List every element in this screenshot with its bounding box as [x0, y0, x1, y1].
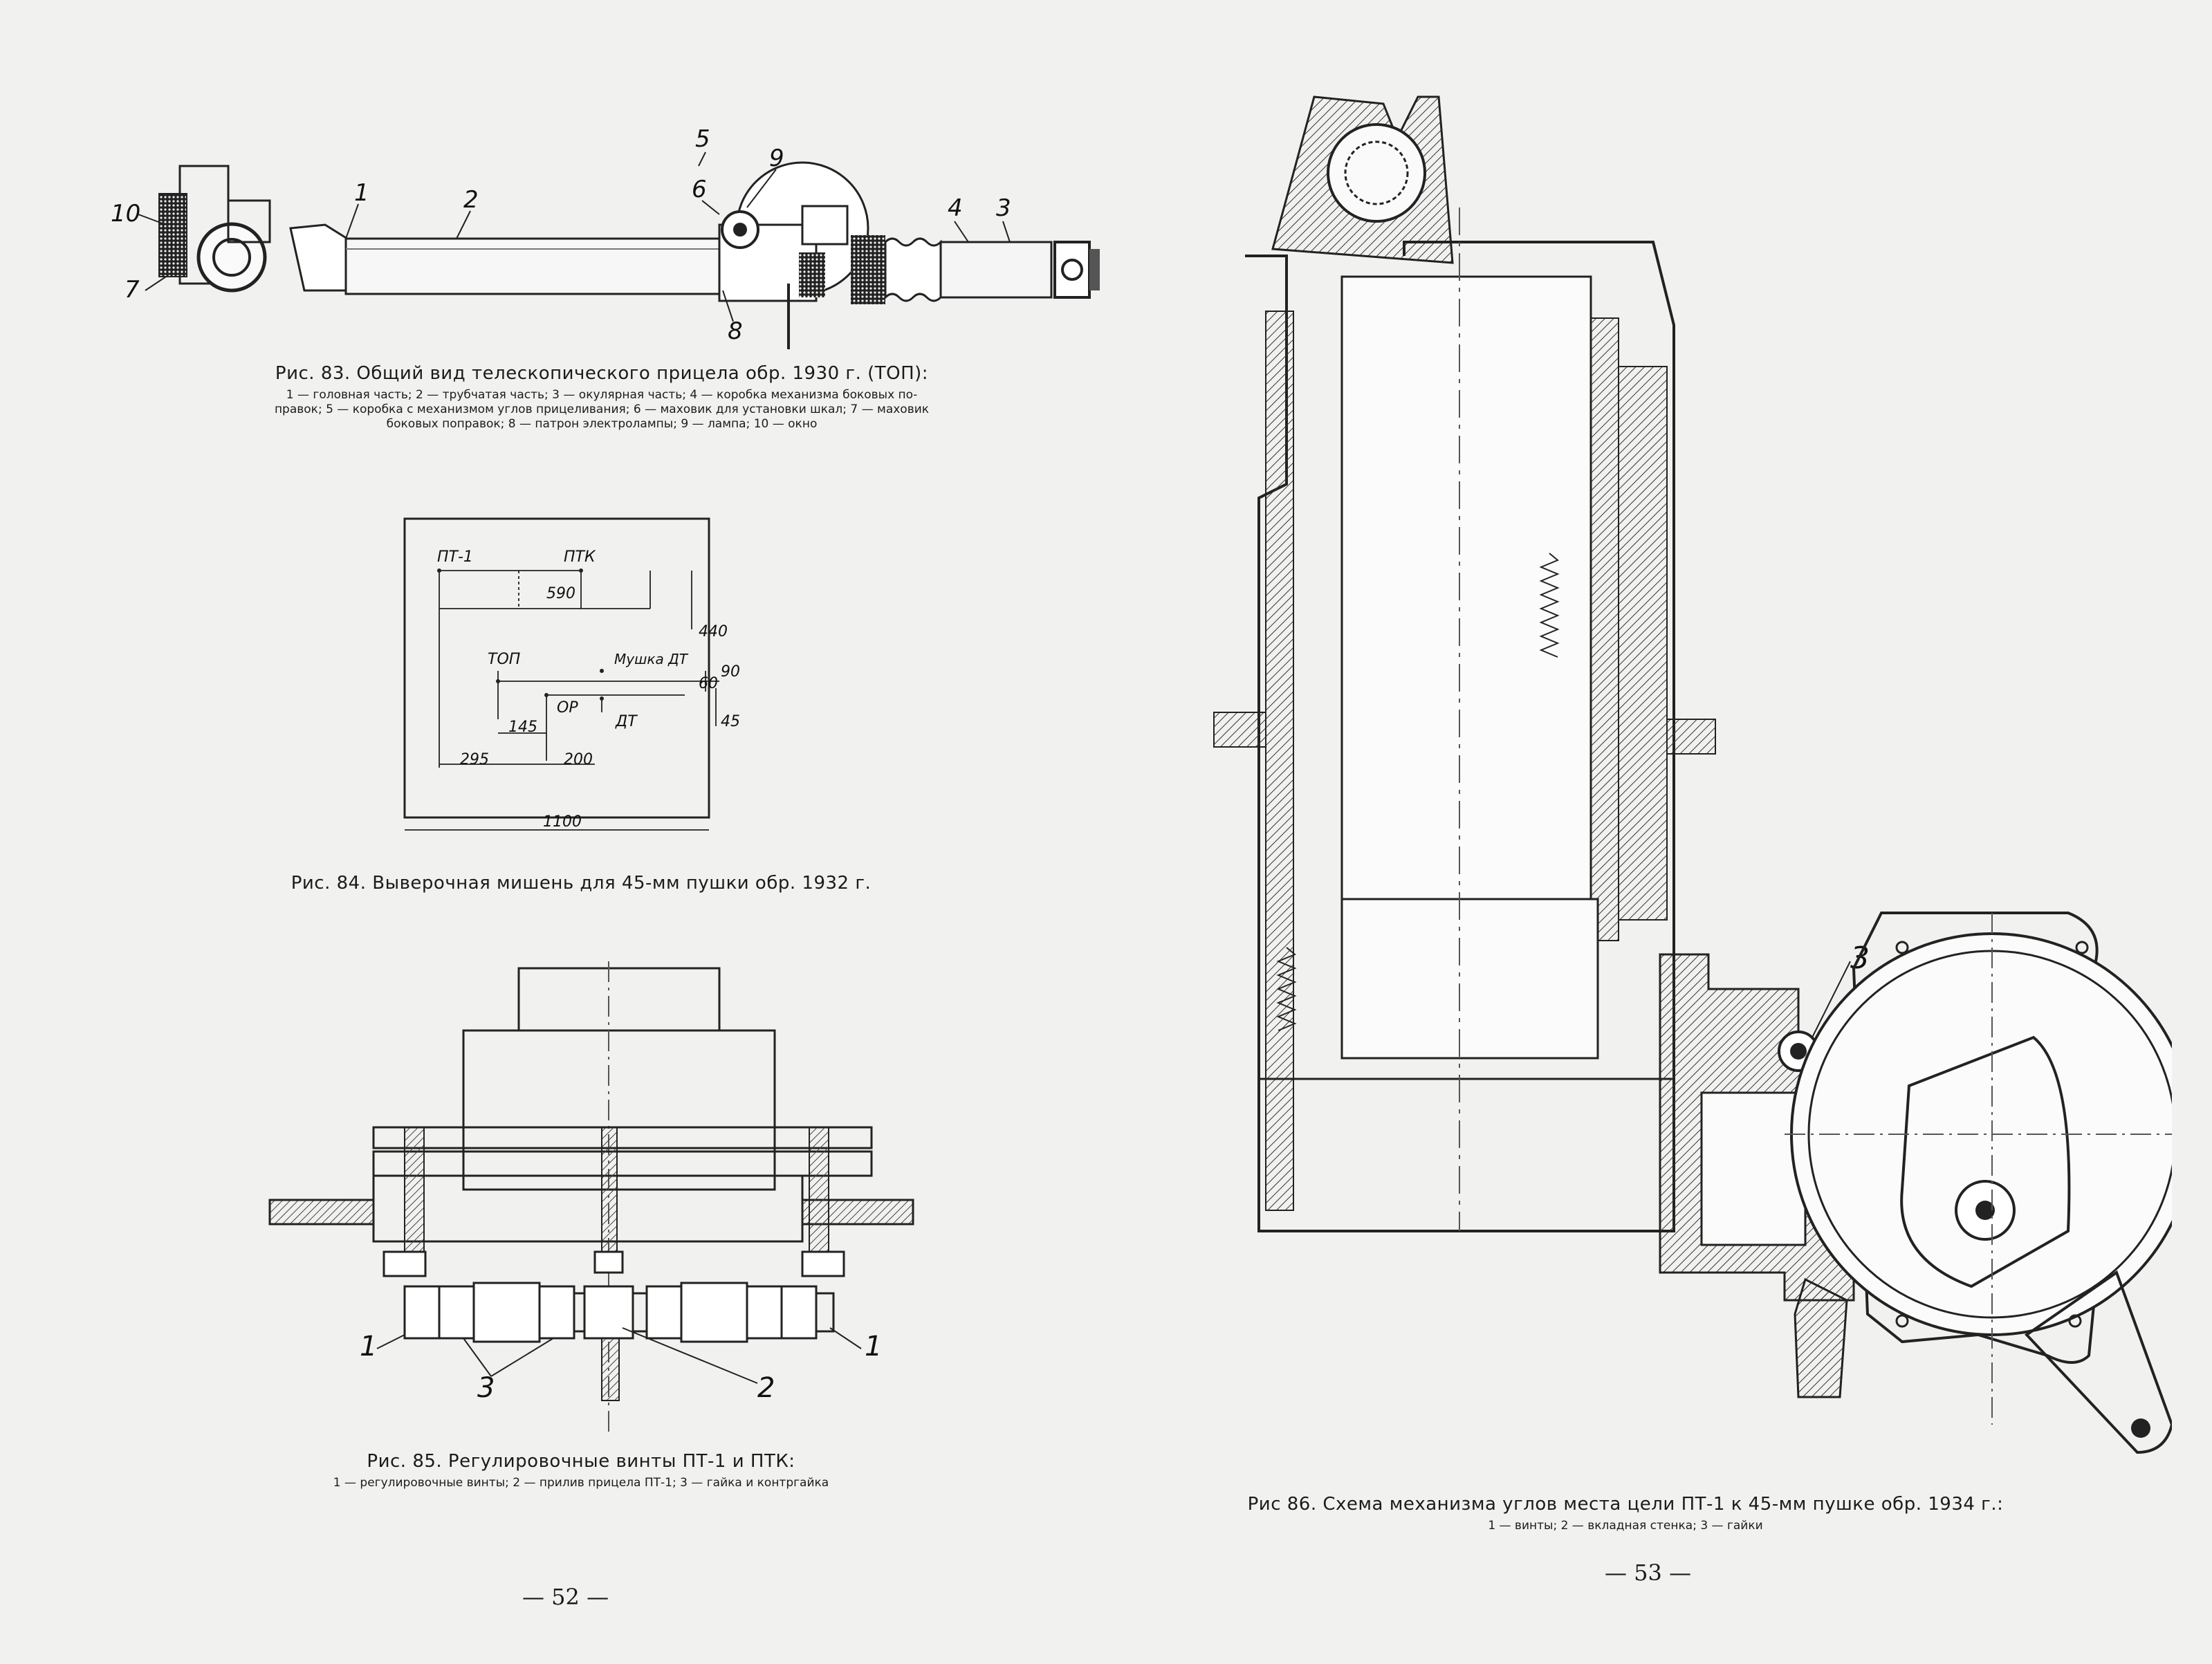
- fig83-legend-line3: боковых поправок; 8 — патрон электроламп…: [386, 417, 818, 431]
- fig83-title: Рис. 83. Общий вид телескопического приц…: [275, 363, 929, 384]
- fig84-label-pt1: ПТ-1: [437, 548, 473, 566]
- fig83-callout-4: 4: [948, 194, 963, 222]
- fig84-dim-45: 45: [721, 713, 740, 730]
- fig84-dim-590: 590: [546, 585, 575, 602]
- page-number-left: — 52 —: [522, 1584, 609, 1610]
- fig86-legend: 1 — винты; 2 — вкладная стенка; 3 — гайк…: [1488, 1519, 1763, 1533]
- fig83-callout-1: 1: [354, 179, 369, 207]
- fig83-caption: Рис. 83. Общий вид телескопического приц…: [97, 363, 1107, 432]
- fig84-dim-295: 295: [460, 751, 489, 768]
- fig86-title: Рис 86. Схема механизма углов места цели…: [1247, 1494, 2004, 1515]
- fig84-dim-145: 145: [508, 719, 537, 736]
- fig83-callout-5: 5: [695, 125, 710, 153]
- right-page: 3 1 . 2 Рис 86. Схема механ: [1134, 0, 2212, 1664]
- fig83-callout-3: 3: [996, 194, 1011, 222]
- fig84-dim-60: 60: [699, 675, 718, 692]
- fig84-label-ptk: ПТК: [564, 548, 596, 566]
- fig84-dim-440: 440: [699, 623, 728, 640]
- figure-85-adjusting-screws: 1 3 2 1: [268, 961, 914, 1432]
- fig84-dim-90: 90: [721, 663, 740, 681]
- fig83-legend-line1: 1 — головная часть; 2 — трубчатая часть;…: [286, 388, 918, 402]
- fig84-dim-200: 200: [564, 751, 593, 768]
- fig83-callout-10: 10: [111, 200, 140, 228]
- fig84-label-mushka: Мушка ДТ: [614, 651, 689, 667]
- fig85-callout-3: 3: [477, 1372, 495, 1404]
- fig85-caption: Рис. 85. Регулировочные винты ПТ-1 и ПТК…: [166, 1451, 996, 1490]
- left-page: 10 7 1 2 6 5 9 8 4 3 Рис. 83. Общий вид …: [97, 125, 1107, 1610]
- figure-86-elevation-mechanism: 3 1 . 2: [1213, 95, 2172, 1454]
- fig85-callout-1-left: 1: [360, 1331, 377, 1362]
- fig84-label-dt: ДТ: [615, 713, 638, 730]
- figure-83-telescopic-sight: 10 7 1 2 6 5 9 8 4 3: [111, 125, 1100, 349]
- fig85-title: Рис. 85. Регулировочные винты ПТ-1 и ПТК…: [367, 1451, 795, 1472]
- fig84-caption: Рис. 84. Выверочная мишень для 45-мм пуш…: [166, 873, 996, 894]
- fig83-callout-9: 9: [769, 145, 784, 172]
- fig83-legend-line2: правок; 5 — коробка с механизмом углов п…: [274, 403, 930, 416]
- fig84-title: Рис. 84. Выверочная мишень для 45-мм пуш…: [291, 873, 872, 894]
- fig85-callout-2: 2: [757, 1372, 775, 1404]
- fig83-callout-7: 7: [125, 276, 140, 304]
- page-number-right: — 53 —: [1605, 1560, 1692, 1586]
- fig84-label-or: ОР: [557, 699, 578, 717]
- fig83-callout-8: 8: [728, 317, 743, 345]
- fig86-flange-view: [1785, 912, 2172, 1454]
- fig85-legend: 1 — регулировочные винты; 2 — прилив при…: [333, 1476, 829, 1490]
- figure-84-target: ПТ-1 ПТК 590 440 ТОП Мушка ДТ 90 60 ОР Д…: [403, 517, 740, 831]
- fig85-callout-1-right: 1: [865, 1331, 882, 1362]
- fig84-label-top: ТОП: [488, 651, 520, 668]
- fig83-callout-2: 2: [463, 186, 479, 214]
- fig84-dim-1100: 1100: [543, 813, 582, 831]
- fig83-callout-6: 6: [692, 176, 707, 203]
- fig86-caption: Рис 86. Схема механизма углов места цели…: [1176, 1494, 2075, 1533]
